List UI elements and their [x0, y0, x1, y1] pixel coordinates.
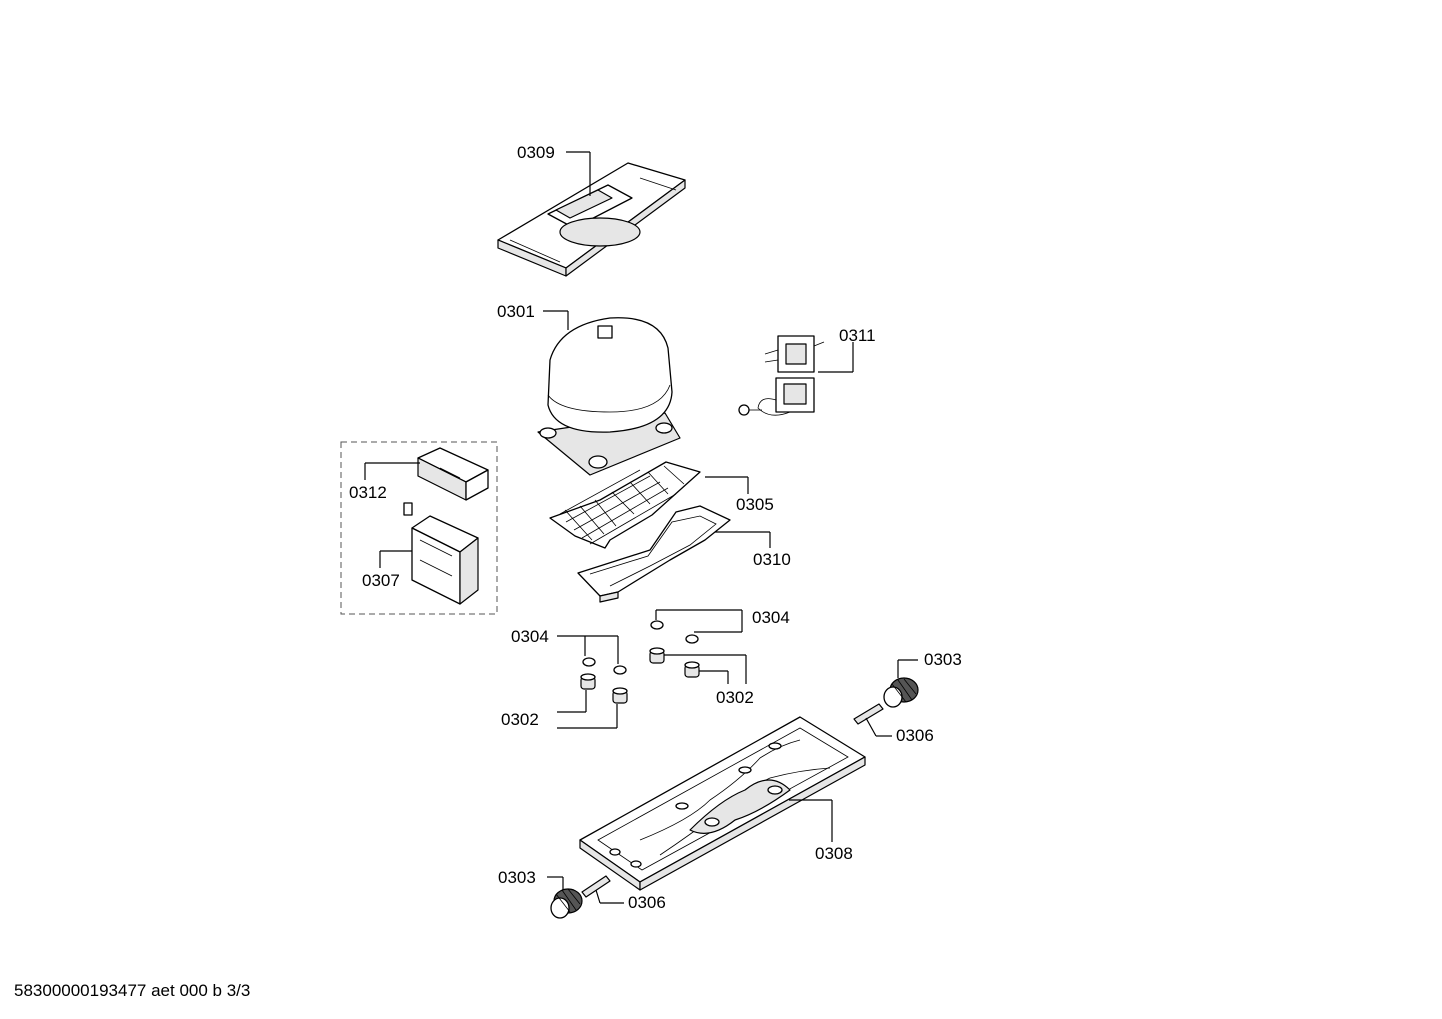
document-id-footer: 58300000193477 aet 000 b 3/3	[14, 981, 251, 1000]
label-0304-left: 0304	[511, 627, 549, 646]
part-0303-wheel-right[interactable]	[883, 677, 919, 708]
part-0302-grommet-left-b[interactable]	[612, 687, 628, 704]
label-0302-right: 0302	[716, 688, 754, 707]
part-0306-axle-right[interactable]	[853, 703, 884, 725]
part-0303-wheel-left[interactable]	[550, 888, 583, 919]
label-0309: 0309	[517, 143, 555, 162]
label-0312: 0312	[349, 483, 387, 502]
label-0310: 0310	[753, 550, 791, 569]
label-0302-left: 0302	[501, 710, 539, 729]
label-0303-left: 0303	[498, 868, 536, 887]
part-0306-axle-left[interactable]	[581, 875, 611, 898]
label-0308: 0308	[815, 844, 853, 863]
part-0302-grommet-right-b[interactable]	[684, 661, 700, 678]
part-0304-washer-right-b[interactable]	[685, 634, 699, 644]
part-0309-tray[interactable]	[497, 162, 686, 277]
part-0304-washer-left-b[interactable]	[613, 665, 627, 675]
label-0304-right: 0304	[752, 608, 790, 627]
part-0311-starter-relay[interactable]	[738, 335, 825, 416]
part-0312-cover[interactable]	[417, 447, 489, 501]
label-0301: 0301	[497, 302, 535, 321]
label-0307: 0307	[362, 571, 400, 590]
part-0302-grommet-right-a[interactable]	[649, 647, 665, 664]
part-0308-base-plate[interactable]	[579, 716, 866, 891]
label-0306-right: 0306	[896, 726, 934, 745]
label-0311: 0311	[839, 326, 876, 345]
part-0304-washer-right-a[interactable]	[650, 620, 664, 630]
part-0302-grommet-left-a[interactable]	[580, 673, 596, 690]
part-0304-washer-left-a[interactable]	[582, 657, 596, 667]
label-0306-left: 0306	[628, 893, 666, 912]
part-0310-drip-tray[interactable]	[577, 505, 731, 603]
assembly-dashed-box	[340, 441, 498, 615]
label-0303-right: 0303	[924, 650, 962, 669]
part-0301-compressor[interactable]	[537, 317, 681, 476]
label-0305: 0305	[736, 495, 774, 514]
part-0305-grid-mat[interactable]	[549, 461, 701, 549]
part-0307-control-module[interactable]	[403, 502, 479, 605]
